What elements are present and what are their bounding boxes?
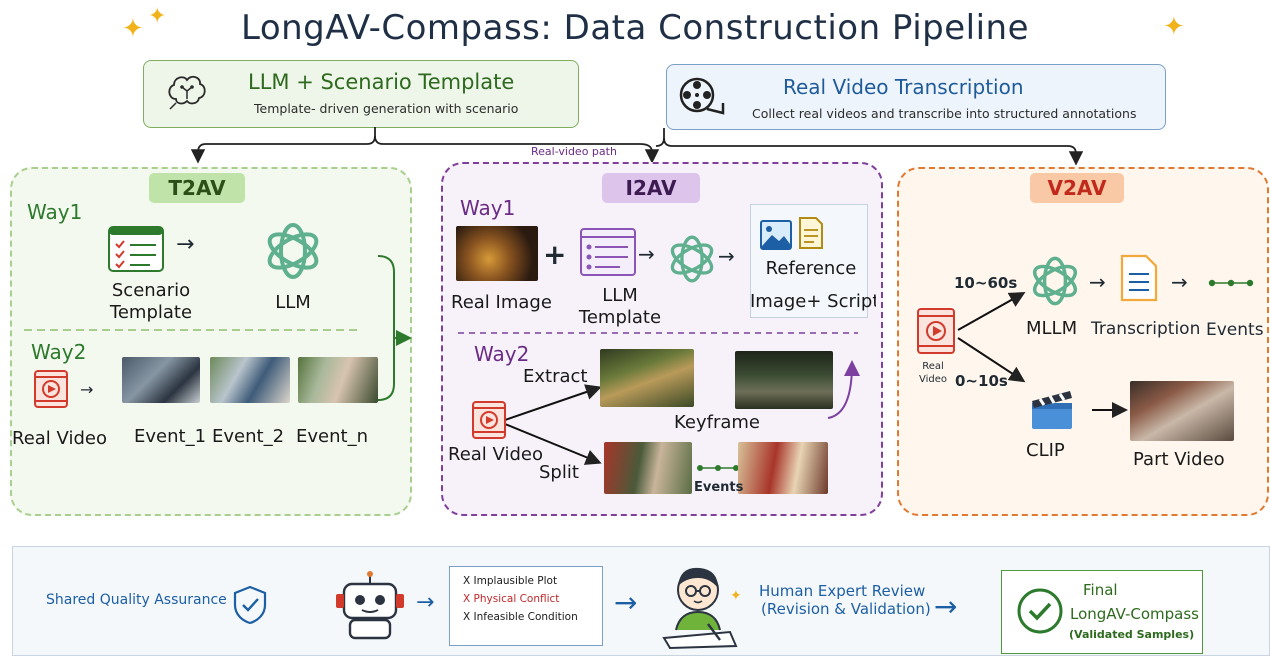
llm-scenario-source: LLM + Scenario Template Template- driven…	[143, 60, 579, 128]
real-image-label: Real Image	[451, 292, 552, 313]
arrow-icon: →	[416, 590, 435, 615]
part-video-thumbnail	[1130, 381, 1234, 441]
check-physical-conflict: X Physical Conflict	[463, 593, 560, 605]
split-label: Split	[539, 462, 579, 483]
sparkle-icon-right: ✦	[1163, 12, 1185, 42]
real-video-path-label: Real-video path	[531, 145, 617, 158]
video-file-icon	[34, 370, 68, 408]
robot-icon	[336, 571, 404, 640]
t2av-way1-label: Way1	[27, 200, 83, 224]
clapperboard-icon	[1032, 391, 1072, 429]
extract-label: Extract	[523, 366, 588, 387]
image-script-label: Image+ Script	[750, 291, 876, 312]
final-box	[1001, 570, 1203, 654]
sparkle-icon-small: ✦	[148, 4, 167, 29]
t2av-tag: T2AV	[149, 173, 245, 203]
arrow-icon: →	[614, 586, 638, 619]
checklist-icon	[108, 226, 164, 272]
real-source-title: Real Video Transcription	[783, 75, 1024, 99]
v2av-tag: V2AV	[1030, 173, 1124, 203]
arrow-icon: →	[1089, 270, 1106, 294]
clip-label: CLIP	[1026, 440, 1065, 461]
extract-frame-thumbnail	[600, 349, 694, 407]
t2av-panel	[10, 167, 412, 516]
check-infeasible-condition: X Infeasible Condition	[463, 611, 578, 623]
transcription-document-icon	[1120, 254, 1158, 302]
short-duration-label: 0~10s	[955, 372, 1008, 390]
v2av-events-label: Events	[1206, 320, 1264, 340]
mllm-knot-icon	[1032, 256, 1078, 306]
v2av-panel	[897, 167, 1269, 516]
human-review-title: Human Expert Review	[759, 582, 926, 600]
transcription-label: Transcription	[1091, 319, 1201, 339]
brain-icon	[168, 75, 206, 110]
svg-text:✦: ✦	[730, 588, 742, 604]
events-label-i2av: Events	[694, 480, 744, 495]
film-reel-icon	[679, 77, 725, 115]
split-frame-2-thumbnail	[738, 442, 828, 494]
video-file-icon-v2av	[917, 308, 955, 354]
arrow-icon: →	[718, 244, 735, 268]
reference-label: Reference	[765, 258, 857, 279]
image-icon	[760, 220, 792, 250]
qa-label: Shared Quality Assurance	[46, 592, 227, 608]
t2av-llm-label: LLM	[275, 292, 311, 313]
arrow-icon: →	[1171, 270, 1188, 294]
t2av-real-video-label: Real Video	[12, 428, 107, 449]
human-review-subtitle: (Revision & Validation)	[761, 600, 931, 618]
keyframe-thumbnail	[735, 351, 833, 409]
arrow-icon: →	[176, 232, 195, 257]
shield-check-icon	[233, 585, 267, 625]
event-1-thumbnail	[122, 357, 200, 403]
llm-knot-icon-i2av	[670, 235, 714, 283]
part-video-label: Part Video	[1133, 449, 1225, 470]
v2av-real-video-label: Real Video	[918, 361, 948, 385]
t2av-way2-label: Way2	[31, 340, 87, 364]
scenario-template-label: Scenario Template	[109, 280, 193, 323]
llm-source-title: LLM + Scenario Template	[248, 70, 515, 94]
arrow-icon: →	[638, 242, 655, 266]
llm-template-label: LLM Template	[578, 285, 662, 328]
real-video-source: Real Video Transcription Collect real vi…	[666, 64, 1166, 130]
event-n-label: Event_n	[296, 426, 368, 447]
event-2-thumbnail	[210, 357, 290, 403]
event-n-thumbnail	[298, 357, 378, 403]
arrow-icon: →	[934, 590, 958, 623]
real-source-subtitle: Collect real videos and transcribe into …	[752, 106, 1137, 121]
failure-checklist-box	[449, 566, 603, 646]
sparkle-icon: ✦	[122, 14, 144, 44]
i2av-tag: I2AV	[602, 173, 700, 203]
llm-knot-icon	[267, 223, 319, 279]
final-subtitle: (Validated Samples)	[1069, 628, 1195, 641]
keyframe-label: Keyframe	[674, 412, 761, 433]
i2av-real-video-label: Real Video	[448, 444, 543, 465]
llm-source-subtitle: Template- driven generation with scenari…	[254, 101, 519, 116]
event-1-label: Event_1	[134, 426, 207, 447]
check-circle-icon	[1017, 588, 1063, 634]
arrow-icon: →	[80, 380, 94, 399]
long-duration-label: 10~60s	[954, 274, 1018, 292]
video-file-icon-i2av	[472, 401, 506, 439]
llm-template-icon	[580, 228, 636, 276]
check-implausible-plot: X Implausible Plot	[463, 575, 558, 587]
human-expert-icon: ✦	[662, 567, 742, 650]
split-frame-1-thumbnail	[604, 442, 692, 494]
real-image-thumbnail	[456, 226, 538, 281]
event-2-label: Event_2	[212, 426, 285, 447]
plus-sign: +	[543, 238, 567, 271]
document-icon	[799, 217, 823, 249]
page-title: LongAV-Compass: Data Construction Pipeli…	[240, 8, 1029, 48]
i2av-way2-label: Way2	[474, 342, 530, 366]
mllm-label: MLLM	[1026, 318, 1078, 339]
final-name: LongAV-Compass	[1070, 605, 1200, 623]
final-title: Final	[1083, 581, 1118, 599]
i2av-way1-label: Way1	[460, 196, 516, 220]
